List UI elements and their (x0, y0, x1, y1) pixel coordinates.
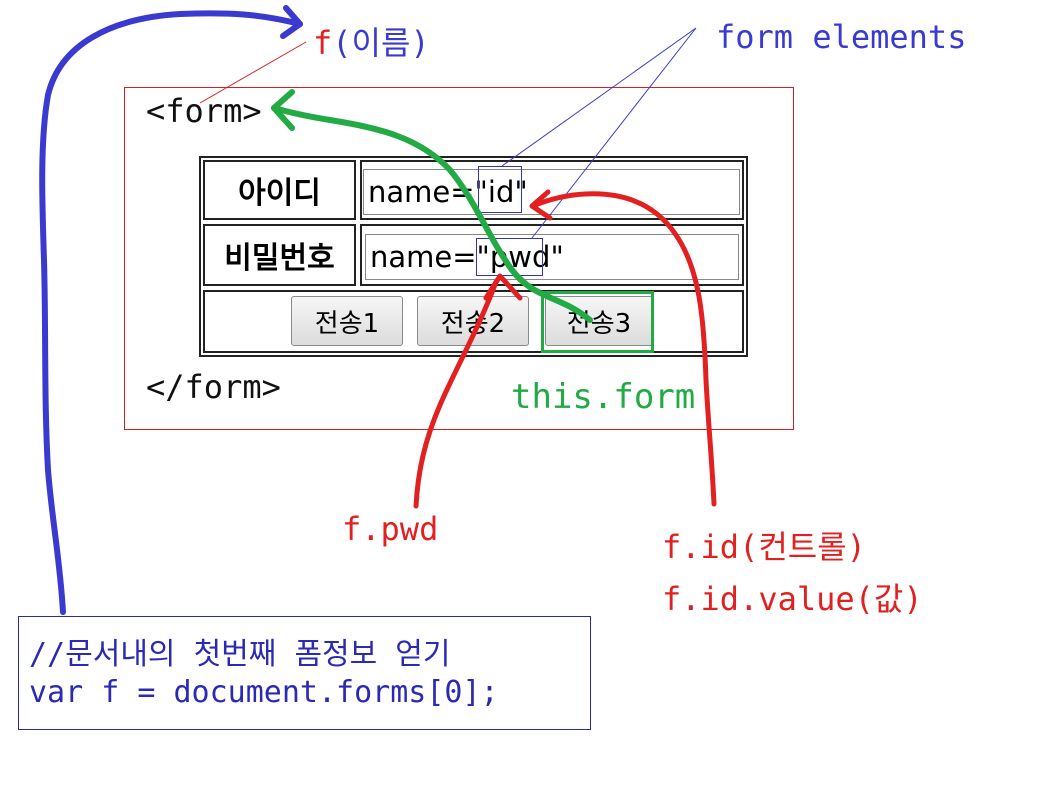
red-arrow-id-head (529, 189, 553, 221)
form-name-connector (199, 41, 307, 104)
f-id-label: f.id(컨트롤) (662, 528, 866, 566)
id-label: 아이디 (238, 176, 321, 211)
red-arrow-pwd-head (483, 273, 523, 301)
id-label-cell: 아이디 (203, 160, 356, 220)
submit1-button[interactable]: 전송1 (291, 296, 403, 346)
form-name-annotation: f(이름) (313, 18, 430, 64)
form-close-tag: </form> (146, 368, 281, 406)
red-arrow-id-shaft (532, 191, 717, 507)
pwd-name-highlight (476, 238, 543, 276)
pwd-input-suffix: " (550, 240, 564, 274)
pwd-label: 비밀번호 (224, 241, 335, 276)
code-statement: var f = document.forms[0]; (29, 675, 499, 710)
form-elements-connector-id (501, 27, 697, 167)
this-form-label: this.form (511, 377, 696, 417)
form-boundary (124, 87, 794, 430)
blue-arrow-head (280, 5, 303, 39)
id-input-name: id (487, 175, 515, 209)
pwd-input-prefix: name=" (370, 240, 490, 274)
form-open-tag: <form> (146, 92, 262, 130)
submit3-highlight (541, 291, 654, 353)
form-elements-connector-pwd (531, 27, 697, 239)
green-arrow-head (271, 89, 295, 131)
name-paren: (이름) (332, 24, 430, 62)
f-pwd-label: f.pwd (342, 510, 439, 548)
code-box: //문서내의 첫번째 폼정보 얻기 var f = document.forms… (18, 616, 591, 730)
form-elements-label: form elements (716, 18, 967, 56)
blue-arrow-shaft (39, 10, 303, 615)
pwd-label-cell: 비밀번호 (203, 224, 356, 286)
pwd-input[interactable]: name="pwd" (365, 234, 739, 280)
green-arrow-shaft (271, 105, 593, 323)
id-name-highlight (478, 166, 522, 213)
red-arrow-pwd-shaft (413, 279, 499, 509)
f-id-value-label: f.id.value(값) (662, 580, 923, 618)
code-comment: //문서내의 첫번째 폼정보 얻기 (29, 637, 451, 672)
f-letter: f (313, 24, 333, 62)
